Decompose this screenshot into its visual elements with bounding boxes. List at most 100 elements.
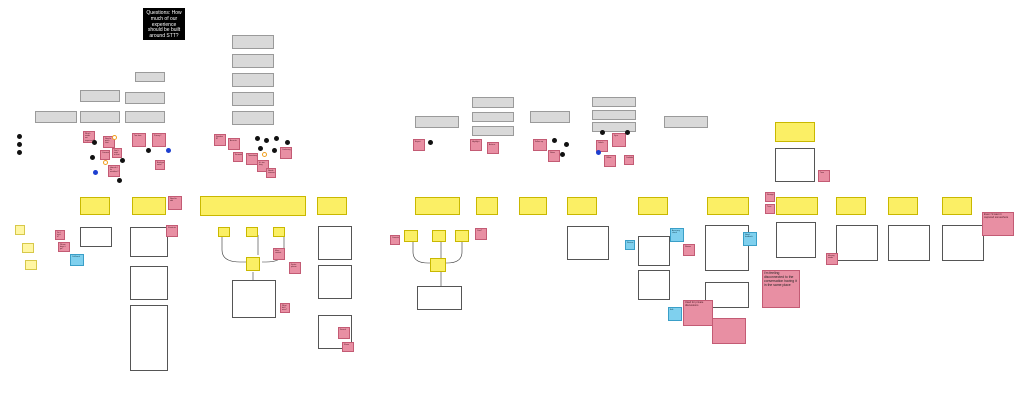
vote-dot[interactable]	[564, 142, 569, 147]
vote-dot[interactable]	[274, 136, 279, 141]
pink-sticky[interactable]: How do I fix mistakes?	[108, 165, 120, 177]
column-header[interactable]	[775, 122, 815, 142]
vote-dot[interactable]	[560, 152, 565, 157]
column-header[interactable]	[80, 197, 110, 215]
pink-sticky[interactable]: Confidence	[624, 155, 634, 165]
vote-dot[interactable]	[117, 178, 122, 183]
pink-sticky[interactable]: Need a quick start	[103, 136, 115, 148]
vote-dot[interactable]	[93, 170, 98, 175]
vote-dot[interactable]	[112, 135, 117, 140]
vote-dot[interactable]	[255, 136, 260, 141]
white-card[interactable]	[776, 222, 816, 258]
white-card[interactable]	[417, 286, 462, 310]
pink-sticky[interactable]: Background noise	[155, 160, 165, 170]
column-header[interactable]	[132, 197, 166, 215]
pink-sticky-large[interactable]	[712, 318, 746, 344]
white-card[interactable]	[705, 225, 749, 271]
pink-sticky[interactable]: Need to edit	[168, 196, 182, 210]
vote-dot[interactable]	[600, 130, 605, 135]
blue-sticky[interactable]: Review	[625, 240, 635, 250]
white-card[interactable]	[705, 282, 749, 308]
pink-sticky[interactable]: Share	[342, 342, 354, 352]
vote-dot[interactable]	[262, 152, 267, 157]
pink-sticky-large[interactable]: Even I'd want it captured somewhere	[982, 212, 1014, 236]
pink-sticky[interactable]: Don't want to lose my place	[112, 148, 122, 158]
pink-sticky[interactable]: Follow up	[533, 139, 547, 151]
pink-sticky[interactable]: Corrections	[390, 235, 400, 245]
pink-sticky[interactable]: Labels	[596, 140, 608, 152]
column-header[interactable]	[707, 197, 749, 215]
column-header[interactable]	[942, 197, 972, 215]
pink-sticky[interactable]: Faster please	[289, 262, 301, 274]
column-header[interactable]	[317, 197, 347, 215]
gray-box[interactable]	[125, 111, 165, 123]
pink-sticky[interactable]: What did I miss?	[280, 303, 290, 313]
pink-sticky[interactable]: Tone	[818, 170, 830, 182]
white-card[interactable]	[232, 280, 276, 318]
pink-sticky-large[interactable]: I'm feeling disconnected to the conversa…	[762, 270, 800, 308]
pink-sticky[interactable]: Where does it go?	[58, 242, 70, 252]
flow-node[interactable]	[246, 227, 258, 237]
gray-box[interactable]	[530, 111, 570, 123]
pink-sticky[interactable]: Too slow	[132, 133, 146, 147]
vote-dot[interactable]	[17, 134, 22, 139]
white-card[interactable]	[567, 226, 609, 260]
white-card[interactable]	[638, 270, 670, 300]
vote-dot[interactable]	[103, 160, 108, 165]
white-card[interactable]	[775, 148, 815, 182]
white-card[interactable]	[318, 226, 352, 260]
sticky-note[interactable]	[15, 225, 25, 235]
pink-sticky[interactable]: Storage	[765, 192, 775, 202]
column-header[interactable]	[519, 197, 547, 215]
pink-sticky[interactable]: More context	[273, 248, 285, 260]
vote-dot[interactable]	[552, 138, 557, 143]
gray-box[interactable]	[232, 111, 274, 125]
question-note[interactable]: Questions: How much of our experience sh…	[143, 8, 185, 40]
column-header[interactable]	[888, 197, 918, 215]
blue-sticky[interactable]: Accuracy check	[670, 228, 684, 242]
gray-box[interactable]	[135, 72, 165, 82]
flow-node[interactable]	[430, 258, 446, 272]
column-header[interactable]	[836, 197, 866, 215]
gray-box[interactable]	[232, 73, 274, 87]
flow-node[interactable]	[404, 230, 418, 242]
pink-sticky[interactable]: Actions	[487, 142, 499, 154]
pink-sticky[interactable]: Highlight	[470, 139, 482, 151]
vote-dot[interactable]	[596, 150, 601, 155]
white-card[interactable]	[888, 225, 930, 261]
flow-node[interactable]	[246, 257, 260, 271]
vote-dot[interactable]	[17, 142, 22, 147]
pink-sticky[interactable]: Export	[413, 139, 425, 151]
pink-sticky[interactable]: Sync	[612, 133, 626, 147]
vote-dot[interactable]	[285, 140, 290, 145]
pink-sticky[interactable]: Missing words	[826, 253, 838, 265]
pink-sticky[interactable]: Notes	[548, 150, 560, 162]
pink-sticky[interactable]: Do I trust it?	[55, 230, 65, 240]
gray-box[interactable]	[592, 122, 636, 132]
vote-dot[interactable]	[625, 130, 630, 135]
pink-sticky[interactable]: Speaker ID	[214, 134, 226, 146]
column-header[interactable]	[415, 197, 460, 215]
column-header[interactable]	[638, 197, 668, 215]
gray-box[interactable]	[592, 110, 636, 120]
white-card[interactable]	[130, 227, 168, 257]
sticky-note[interactable]	[25, 260, 37, 270]
white-card[interactable]	[318, 265, 352, 299]
gray-box[interactable]	[472, 97, 514, 108]
blue-sticky[interactable]: Call back	[70, 254, 84, 266]
pink-sticky[interactable]: Accents	[228, 138, 240, 150]
gray-box[interactable]	[80, 90, 120, 102]
vote-dot[interactable]	[264, 138, 269, 143]
pink-sticky[interactable]: Cost?	[475, 228, 487, 240]
blue-sticky[interactable]: Edit	[668, 307, 682, 321]
pink-sticky[interactable]: Privacy?	[152, 133, 166, 147]
flow-node[interactable]	[273, 227, 285, 237]
pink-sticky[interactable]: Confusing	[280, 147, 292, 159]
gray-box[interactable]	[232, 54, 274, 68]
gray-box[interactable]	[80, 111, 120, 123]
sticky-note[interactable]	[22, 243, 34, 253]
column-header[interactable]	[476, 197, 498, 215]
flow-node[interactable]	[432, 230, 446, 242]
white-card[interactable]	[836, 225, 878, 261]
pink-sticky-large[interactable]: Used for private discussions	[683, 300, 713, 326]
